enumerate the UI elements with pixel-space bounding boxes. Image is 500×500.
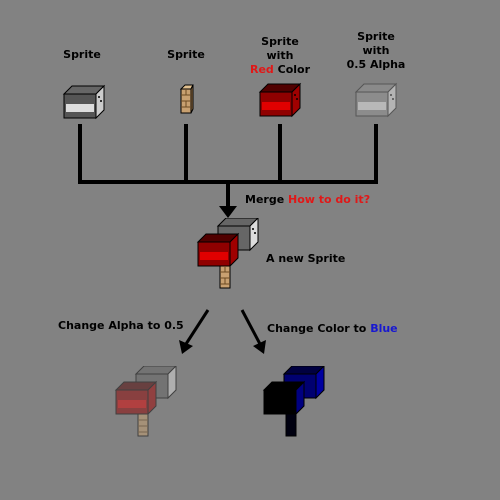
red-highlight: Red [249,63,274,76]
color-arrow-shaft [240,309,262,345]
source-3-label: Sprite with Red Color [249,35,311,76]
source-2-label: Sprite [167,48,205,61]
color-arrowhead [253,340,266,354]
result-label: A new Sprite [266,252,346,265]
source-1-label: Sprite [63,48,101,61]
color-branch-label: Change Color to Blue [267,322,398,335]
merged-sprite [196,218,259,289]
blue-highlight: Blue [370,322,398,335]
alpha-result-sprite [114,366,177,437]
blue-result-sprite [262,366,325,437]
sprite-brick-leg [180,84,194,114]
merge-label: Merge How to do it? [245,193,371,206]
merge-question: How to do it? [288,193,371,206]
alpha-arrow-shaft [184,309,210,345]
merge-arrowhead [219,206,237,218]
alpha-arrowhead [179,340,193,354]
source-4-label: Sprite with 0.5 Alpha [346,30,406,71]
sprite-gray-box [62,84,106,120]
alpha-branch-label: Change Alpha to 0.5 [58,319,184,332]
sprite-red-box [258,82,302,118]
sprite-half-alpha-box [354,82,398,118]
